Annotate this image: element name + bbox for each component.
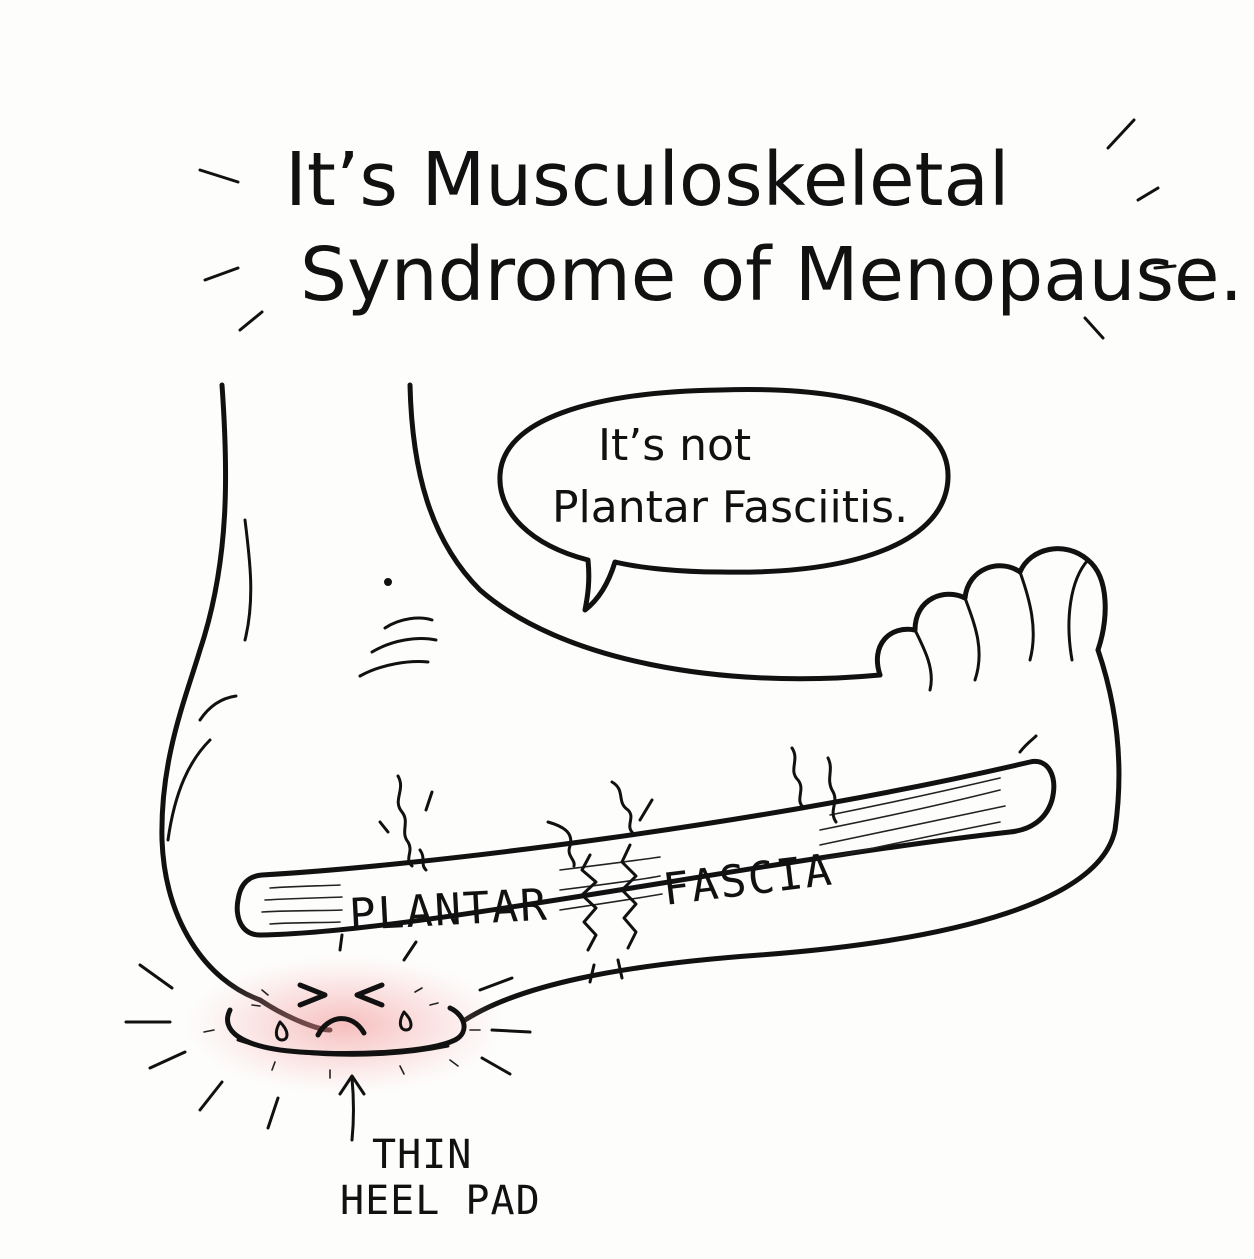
pain-glow xyxy=(185,955,505,1095)
heel-pad xyxy=(225,1005,467,1057)
ankle-ache-lines xyxy=(358,578,438,678)
speech-bubble: It’s not Plantar Fasciitis. xyxy=(497,387,951,613)
title-line-1: It’s Musculoskeletal xyxy=(285,137,1009,223)
foot-outline xyxy=(159,382,1122,1033)
heel-pad-callout: THIN HEEL PAD xyxy=(338,1074,541,1224)
heel-pain-rays xyxy=(124,933,532,1130)
fascia-label-right: FASCIA xyxy=(660,844,836,915)
title: It’s Musculoskeletal Syndrome of Menopau… xyxy=(285,137,1243,318)
title-emphasis-marks xyxy=(198,118,1177,340)
title-line-2: Syndrome of Menopause. xyxy=(300,232,1243,318)
arrow-up-icon xyxy=(350,1076,355,1142)
wincing-face-icon xyxy=(274,982,413,1042)
tear-fragments xyxy=(588,958,624,984)
bubble-line-1: It’s not xyxy=(598,420,751,471)
heel-label-line-2: HEEL PAD xyxy=(340,1178,541,1224)
fascia-tear-marks xyxy=(580,843,638,952)
heel-tingle-dots xyxy=(203,987,481,1079)
heel-label-line-1: THIN xyxy=(372,1132,472,1178)
plantar-fascia-band: PLANTAR FASCIA xyxy=(234,759,1057,941)
fascia-fibers xyxy=(261,777,1006,925)
bubble-line-2: Plantar Fasciitis. xyxy=(552,482,908,533)
strain-squiggles xyxy=(378,734,1038,872)
fascia-label-left: PLANTAR xyxy=(348,880,550,941)
